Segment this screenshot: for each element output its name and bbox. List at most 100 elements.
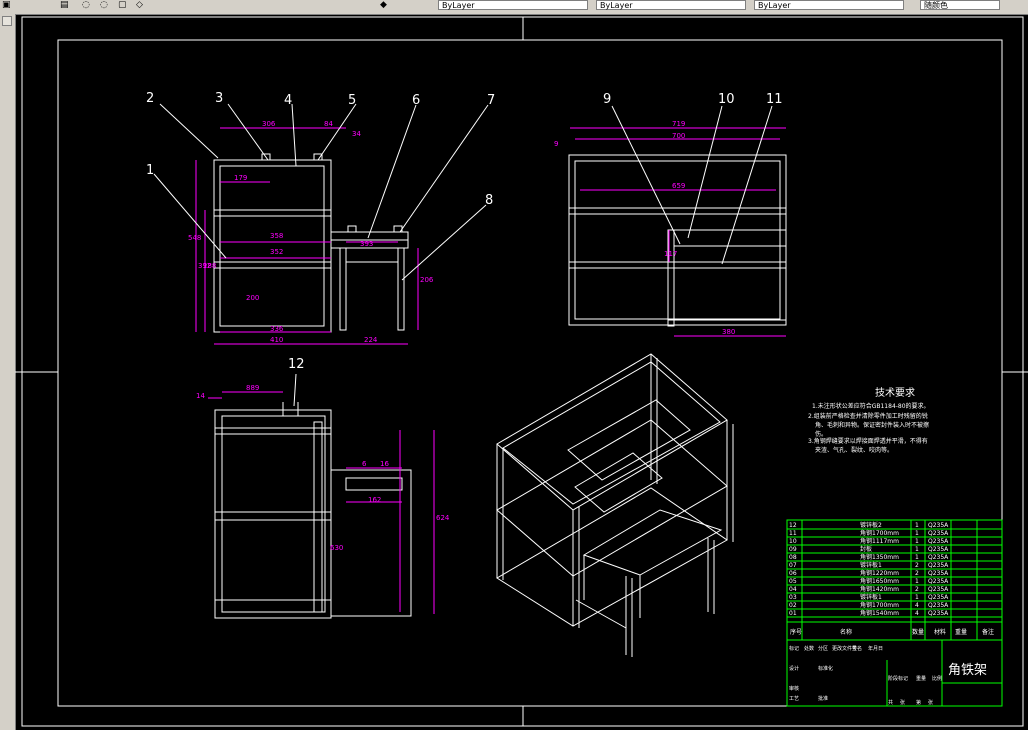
bom-name: 角钢1117mm xyxy=(860,537,899,545)
toolbar-icon[interactable]: ◆ xyxy=(380,0,387,10)
bom-material: Q235A xyxy=(928,562,949,569)
bom-material: Q235A xyxy=(928,538,949,545)
title-block-label: 张 xyxy=(928,699,933,706)
bom-no: 07 xyxy=(789,562,797,569)
part-name: 角铁架 xyxy=(948,663,987,678)
bom-header-name: 名称 xyxy=(840,628,852,636)
left-toolbar xyxy=(0,14,16,730)
bom-header-material: 材料 xyxy=(934,628,946,636)
bom-qty: 2 xyxy=(915,570,919,577)
bom-header-weight: 重量 xyxy=(955,628,967,636)
toolbar-icon[interactable]: ◌ xyxy=(82,0,90,10)
bom-no: 10 xyxy=(789,538,797,545)
side-view xyxy=(568,154,787,327)
bom-qty: 1 xyxy=(915,578,919,585)
dimension-text: 719 xyxy=(672,120,685,128)
dimension-text: 700 xyxy=(672,132,685,140)
dimension-text: 548 xyxy=(188,234,201,242)
toolbar-icon[interactable]: ▢ xyxy=(118,0,127,10)
bom-qty: 4 xyxy=(915,610,919,617)
bom-qty: 4 xyxy=(915,602,919,609)
title-block-label: 批准 xyxy=(818,695,828,702)
dimension-text: 34 xyxy=(352,130,361,138)
tool-button[interactable] xyxy=(2,16,12,26)
balloon-label: 9 xyxy=(603,92,611,107)
bom-material: Q235A xyxy=(928,602,949,609)
title-block-label: 共 xyxy=(888,699,893,706)
title-block-label: 工艺 xyxy=(789,696,799,702)
title-block-label: 签名 xyxy=(852,645,862,652)
bom-material: Q235A xyxy=(928,610,949,617)
balloon-label: 11 xyxy=(766,92,783,107)
title-block-label: 比例 xyxy=(932,675,942,682)
dimension-text: 16 xyxy=(380,460,389,468)
bom-material: Q235A xyxy=(928,530,949,537)
dimension-text: 162 xyxy=(368,496,381,504)
svg-text:3.角钢焊缝要求以焊接面焊透并平滑，不得有: 3.角钢焊缝要求以焊接面焊透并平滑，不得有 xyxy=(808,437,928,445)
bom-header-qty: 数量 xyxy=(912,628,924,636)
front-view xyxy=(213,153,409,333)
title-block-label: 第 xyxy=(916,699,921,706)
bom-no: 08 xyxy=(789,554,797,561)
bom-name: 镀锌板2 xyxy=(860,521,882,529)
balloon-label: 12 xyxy=(288,357,305,372)
bom-material: Q235A xyxy=(928,546,949,553)
title-block-label: 分区 xyxy=(818,645,828,652)
toolbar-icon[interactable]: ◇ xyxy=(136,0,143,10)
bom-qty: 1 xyxy=(915,554,919,561)
bom-qty: 1 xyxy=(915,530,919,537)
plotstyle-select[interactable]: 随颜色 xyxy=(920,0,1000,10)
toolbar-icon[interactable]: ▤ xyxy=(60,0,69,10)
bom-no: 11 xyxy=(789,530,797,537)
leader-lines xyxy=(153,103,773,407)
title-block-label: 处数 xyxy=(804,645,814,652)
svg-text:技术要求: 技术要求 xyxy=(875,386,915,399)
balloon-label: 1 xyxy=(146,163,154,178)
svg-text:角、毛刺和异物。保证密封件装入时不被擦: 角、毛刺和异物。保证密封件装入时不被擦 xyxy=(815,421,929,429)
bom-no: 12 xyxy=(789,522,797,529)
bom-no: 09 xyxy=(789,546,797,553)
bom-no: 02 xyxy=(789,602,797,609)
svg-text:夹渣、气孔、裂纹、咬肉等。: 夹渣、气孔、裂纹、咬肉等。 xyxy=(815,446,893,454)
bom-no: 04 xyxy=(789,586,797,593)
bom-name: 镀锌板1 xyxy=(860,561,882,569)
dimension-text: 630 xyxy=(330,544,343,552)
bom-material: Q235A xyxy=(928,522,949,529)
bom-name: 镀锌板1 xyxy=(860,593,882,601)
bom-material: Q235A xyxy=(928,554,949,561)
title-block: 角铁架 xyxy=(786,519,1003,707)
title-block-label: 标准化 xyxy=(818,665,833,672)
lineweight-select[interactable]: ByLayer xyxy=(754,0,904,10)
svg-text:伤。: 伤。 xyxy=(815,430,827,438)
bom-material: Q235A xyxy=(928,570,949,577)
bom-qty: 2 xyxy=(915,586,919,593)
dimension-text: 6 xyxy=(362,460,367,468)
bom-name: 角钢1220mm xyxy=(860,569,899,577)
bom-material: Q235A xyxy=(928,586,949,593)
dimension-text: 206 xyxy=(420,276,434,284)
dimension-text: 179 xyxy=(234,174,247,182)
dimension-text: 288 xyxy=(203,262,216,270)
bom-qty: 2 xyxy=(915,562,919,569)
bom-no: 01 xyxy=(789,610,797,617)
color-select[interactable]: ByLayer xyxy=(438,0,588,10)
bom-material: Q235A xyxy=(928,578,949,585)
balloon-label: 4 xyxy=(284,93,292,108)
balloon-label: 8 xyxy=(485,193,493,208)
title-block-label: 更改文件号 xyxy=(832,645,857,652)
title-block-label: 阶段标记 xyxy=(888,675,908,682)
drawing-canvas[interactable]: 技术要求 1.未注形状公差应符合GB1184-80的要求。 2.组装前严格检查并… xyxy=(15,14,1028,730)
svg-text:1.未注形状公差应符合GB1184-80的要求。: 1.未注形状公差应符合GB1184-80的要求。 xyxy=(812,402,930,410)
linetype-select[interactable]: ByLayer xyxy=(596,0,746,10)
bom-no: 06 xyxy=(789,570,797,577)
title-block-label: 张 xyxy=(900,699,905,706)
bom-name: 角钢1700mm xyxy=(860,601,899,609)
toolbar-icon[interactable]: ◌ xyxy=(100,0,108,10)
bom-qty: 1 xyxy=(915,546,919,553)
bom-header-note: 备注 xyxy=(982,628,994,636)
toolbar-icon[interactable]: ▣ xyxy=(2,0,11,10)
dimension-text: 9 xyxy=(554,140,558,148)
dimension-text: 352 xyxy=(270,248,283,256)
bom-name: 角钢1540mm xyxy=(860,609,899,617)
dimension-text: 306 xyxy=(262,120,276,128)
